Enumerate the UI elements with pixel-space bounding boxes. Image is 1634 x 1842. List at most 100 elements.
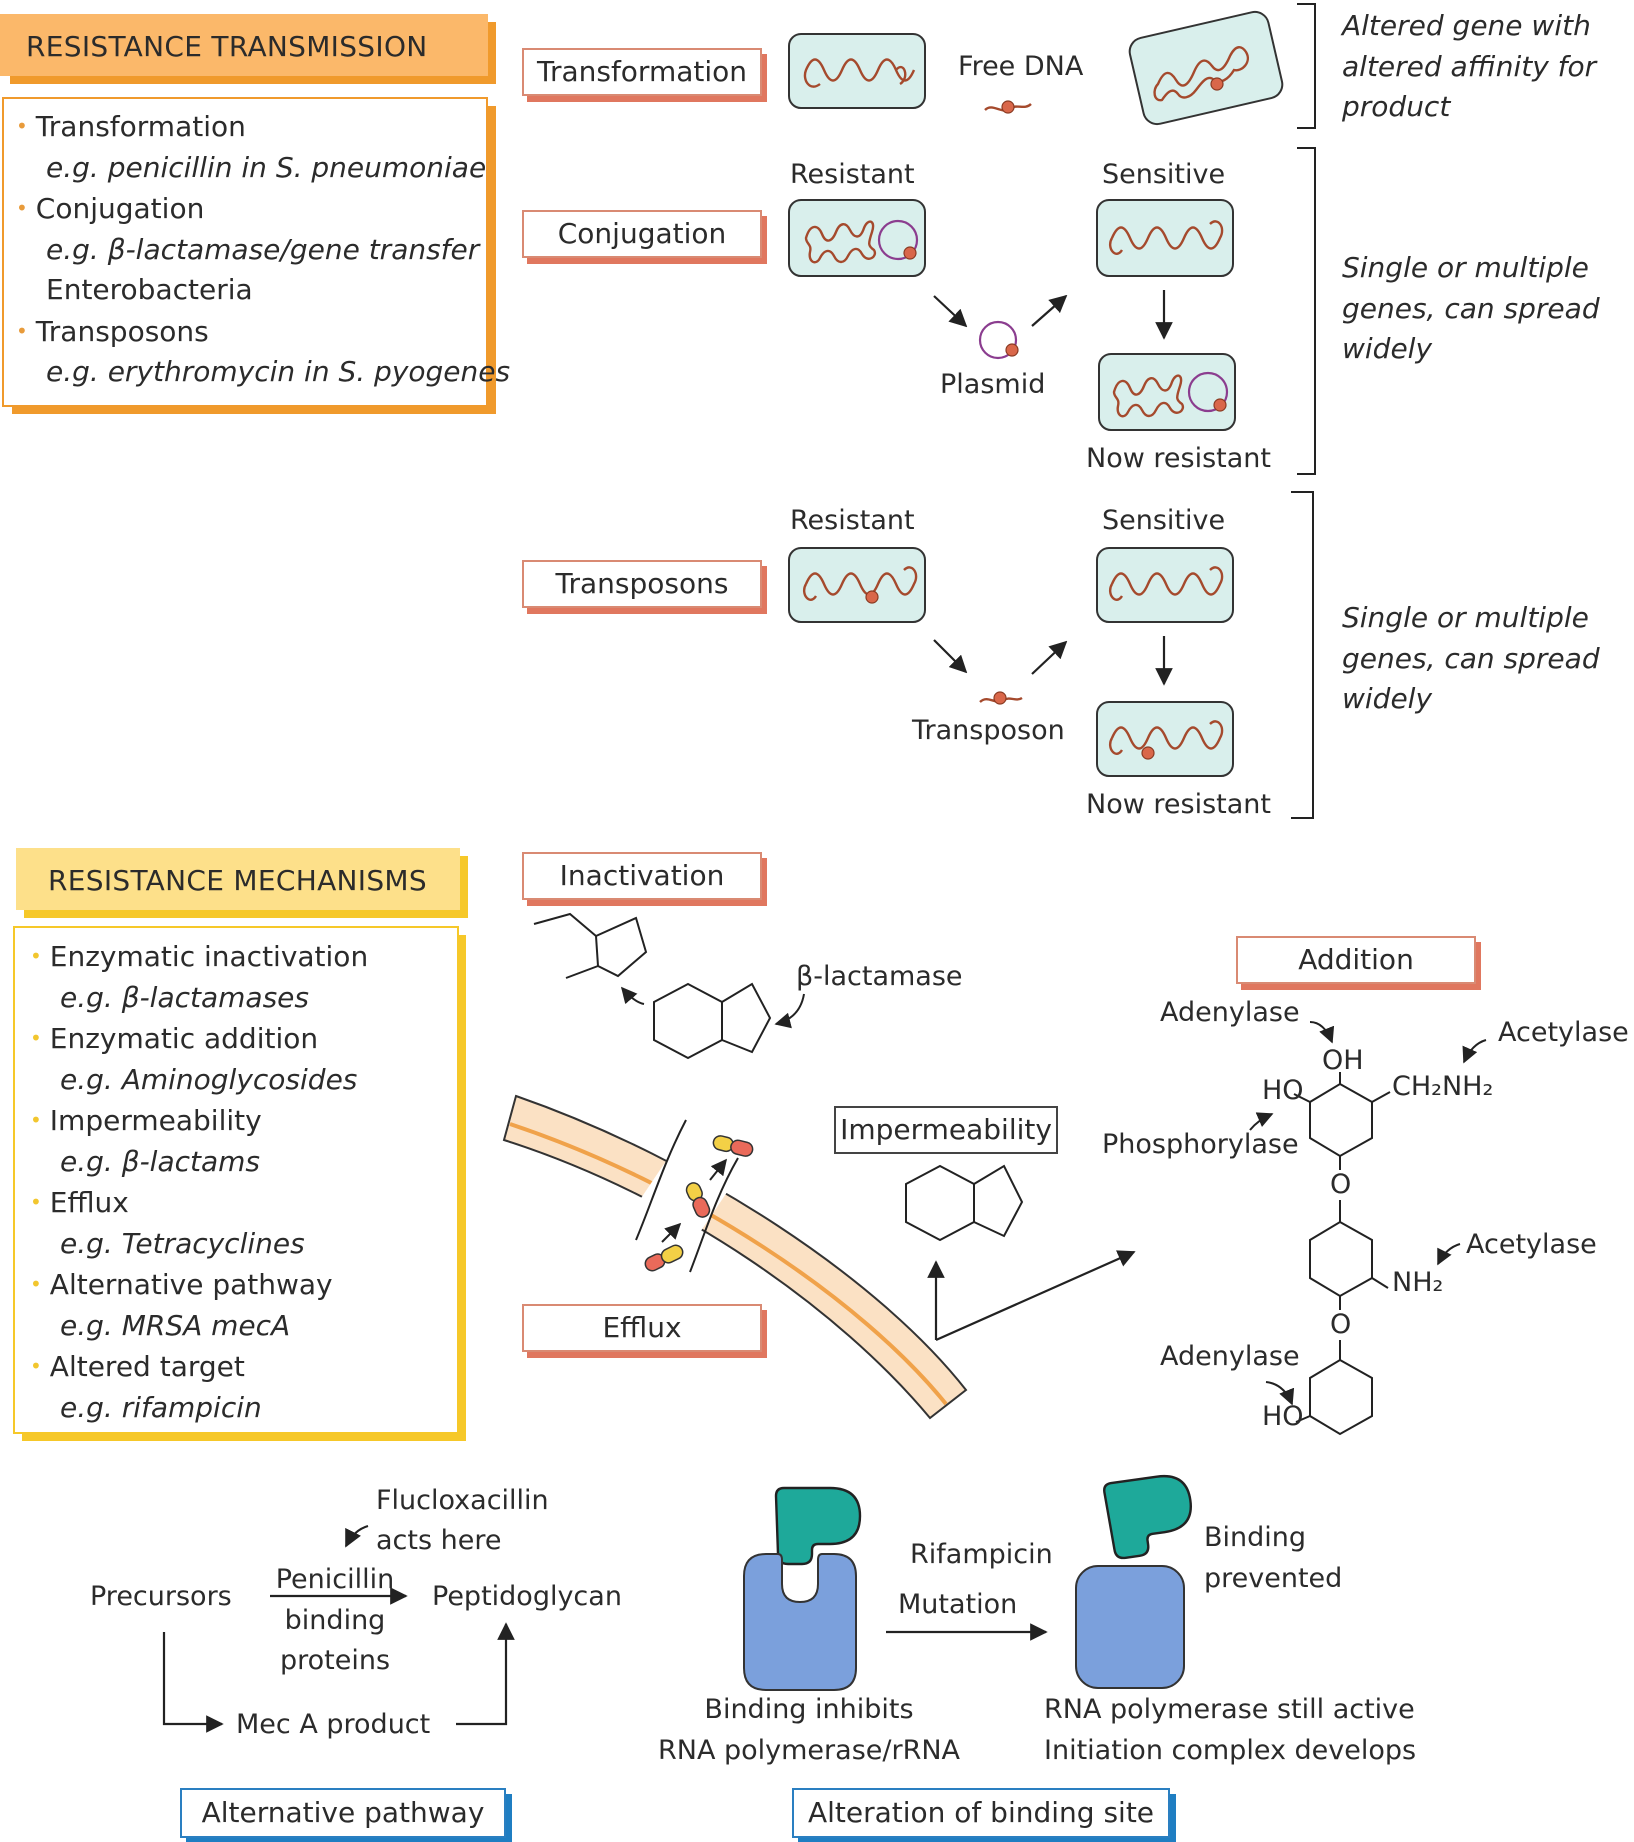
o1-label: O (1330, 1169, 1352, 1200)
pbp-line: proteins (279, 1645, 391, 1676)
mechanisms-list: •Enzymatic inactivation e.g. β-lactamase… (30, 936, 368, 1428)
transposons-bracket (1291, 491, 1314, 819)
beta-lactamase-arrow (774, 993, 805, 1029)
conjugation-resistant-cell (788, 199, 926, 277)
acetylase-top-label: Acetylase (1498, 1017, 1629, 1048)
beta-lactamase-label: β-lactamase (796, 961, 963, 992)
mechanism-item: •Impermeability (30, 1104, 262, 1137)
conjugation-now-resistant-label: Now resistant (1086, 443, 1271, 474)
addition-arrows (1249, 1021, 1487, 1406)
transmission-header-box (0, 14, 496, 84)
rifampicin-free (1103, 1474, 1192, 1560)
precursors-label: Precursors (90, 1581, 232, 1612)
mechanism-name: Impermeability (49, 1104, 262, 1137)
binding-prevented-line: prevented (1204, 1562, 1343, 1594)
caption-line: Initiation complex develops (1044, 1734, 1417, 1766)
transformation-label: Transformation (522, 48, 762, 96)
transmission-item: •Transposons (16, 314, 209, 348)
mechanism-item: •Efflux (30, 1186, 129, 1219)
example-prefix: e.g. penicillin in (46, 150, 276, 184)
mutation-label: Mutation (898, 1589, 1018, 1620)
note-line: widely (1342, 332, 1433, 365)
mechanism-example: e.g. Aminoglycosides (60, 1062, 358, 1096)
ho-bottom-label: HO (1262, 1401, 1304, 1432)
mechanism-example: e.g. β-lactams (60, 1144, 261, 1178)
transformation-cell-right (1128, 10, 1284, 126)
adenylase-bottom-label: Adenylase (1160, 1341, 1300, 1372)
note-line: Single or multiple (1342, 601, 1589, 634)
transmission-item: •Transformation (16, 110, 246, 143)
ho-top-label: HO (1262, 1075, 1304, 1106)
caption-line: RNA polymerase still active (1044, 1694, 1415, 1725)
pbp-line: binding (284, 1604, 386, 1636)
oh-label: OH (1322, 1045, 1364, 1076)
mechanism-item: •Enzymatic inactivation (30, 940, 369, 973)
rifampicin-label: Rifampicin (910, 1539, 1053, 1570)
mechanism-item: •Enzymatic addition (30, 1022, 319, 1055)
phosphorylase-label: Phosphorylase (1102, 1129, 1299, 1160)
inactivation-arrow (620, 986, 645, 1005)
peptidoglycan-label: Peptidoglycan (432, 1581, 622, 1612)
transposons-sensitive-cell (1096, 547, 1234, 623)
plasmid-free (978, 320, 1019, 360)
right-polymerase-caption: RNA polymerase still active Initiation c… (1044, 1690, 1417, 1771)
rna-polymerase-right (1075, 1565, 1185, 1689)
example-organism: S. pneumoniae (275, 150, 487, 184)
o2-label: O (1330, 1309, 1352, 1340)
mechanisms-list-box (13, 926, 466, 1441)
alternative-pathway-arrows (162, 1524, 515, 1733)
inactivation-label: Inactivation (522, 852, 762, 900)
impermeability-label: Impermeability (834, 1106, 1058, 1154)
note-line: genes, can spread (1342, 291, 1600, 325)
caption-line: RNA polymerase/rRNA (657, 1734, 960, 1766)
mechanism-name: Altered target (49, 1350, 245, 1383)
note-line: product (1342, 90, 1451, 123)
caption-line: Binding inhibits (704, 1694, 914, 1725)
free-dna-label: Free DNA (958, 51, 1084, 82)
transposons-now-resistant-label: Now resistant (1086, 789, 1271, 820)
mechanism-item: •Altered target (30, 1350, 245, 1383)
mechanism-name: Alternative pathway (49, 1268, 333, 1301)
mechanism-name: Efflux (49, 1186, 129, 1219)
antibiotic-capsules (644, 1135, 754, 1272)
impermeability-structure (905, 1164, 1024, 1242)
mechanism-item: •Alternative pathway (30, 1268, 333, 1301)
rna-polymerase-left (743, 1553, 857, 1691)
transmission-item-example: e.g. β-lactamase/gene transfer (46, 232, 480, 266)
note-line: Altered gene with (1342, 9, 1591, 42)
mechanism-name: Enzymatic inactivation (49, 940, 369, 973)
binding-prevented-line: Binding (1204, 1522, 1307, 1553)
adenylase-top-label: Adenylase (1160, 997, 1300, 1028)
conjugation-arrows (933, 290, 1173, 340)
free-dna-fragment (984, 100, 1032, 114)
transposons-arrows (933, 636, 1173, 686)
beta-lactam-intact-structure (653, 982, 772, 1060)
note-line: altered affinity for (1342, 49, 1597, 83)
plasmid-label: Plasmid (940, 369, 1046, 400)
pbp-label: Penicillin binding proteins (272, 1560, 398, 1682)
efflux-pore (601, 1119, 747, 1296)
addition-label: Addition (1236, 936, 1476, 984)
transposons-sensitive-label: Sensitive (1102, 505, 1226, 536)
transmission-item-example: e.g. erythromycin in S. pyogenes (16, 352, 510, 393)
transmission-item-name: Conjugation (35, 192, 205, 225)
transposon-label: Transposon (912, 715, 1065, 746)
ch2nh2-label: CH₂NH₂ (1392, 1071, 1494, 1102)
pbp-line: Penicillin (275, 1564, 395, 1595)
mechanism-example: e.g. MRSA mecA (60, 1308, 291, 1342)
conjugation-label: Conjugation (522, 210, 762, 258)
transformation-cell-left (788, 33, 926, 109)
left-polymerase-caption: Binding inhibits RNA polymerase/rRNA (654, 1690, 964, 1771)
transposons-label: Transposons (522, 560, 762, 608)
mechanism-example: e.g. Tetracyclines (60, 1226, 305, 1260)
conjugation-now-resistant-cell (1098, 353, 1236, 431)
aminoglycoside-structure (1293, 1072, 1391, 1436)
mechanisms-header-box (16, 848, 468, 918)
note-line: genes, can spread (1342, 641, 1600, 675)
transposons-resistant-label: Resistant (790, 505, 915, 536)
conjugation-resistant-label: Resistant (790, 159, 915, 190)
transformation-bracket (1297, 3, 1316, 129)
impermeability-arrows (927, 1250, 1136, 1342)
transposons-resistant-cell (788, 547, 926, 623)
